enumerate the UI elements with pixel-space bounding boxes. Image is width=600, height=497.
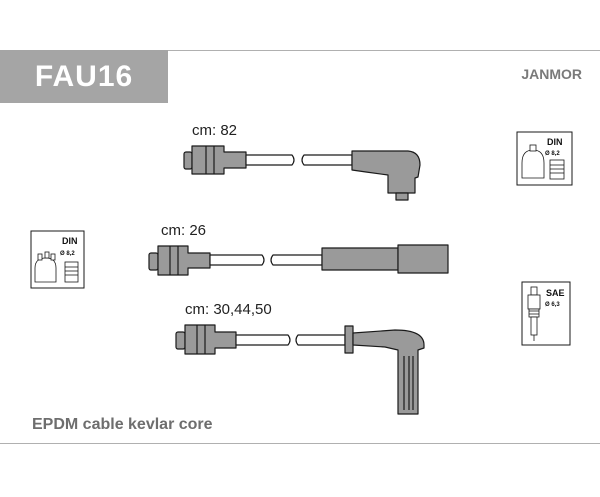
right-top-icon-standard: DIN: [547, 137, 563, 147]
cable-1-boot-right: [351, 150, 421, 194]
left-icon-diameter: Ø 8,2: [60, 251, 75, 257]
right-top-icon-diameter: Ø 8,2: [545, 151, 560, 157]
cable-3-wire-a: [235, 334, 291, 346]
header-divider: [168, 50, 600, 51]
cable-2-length-label: cm: 26: [161, 222, 207, 239]
right-bottom-icon-diameter: Ø 6,3: [545, 302, 560, 308]
cable-1-boot-left: [191, 145, 247, 175]
footer-divider: [0, 443, 600, 444]
cable-3-wire-b: [295, 334, 346, 346]
cable-1-wire-a: [245, 154, 295, 166]
cable-2-wire-b: [270, 254, 323, 266]
brand-name: JANMOR: [521, 66, 582, 82]
product-code: FAU16: [0, 50, 168, 103]
cable-3: [175, 324, 425, 415]
cable-1-wire-b: [301, 154, 353, 166]
cable-3-collar: [344, 325, 354, 354]
spark-plug-icon: SAE Ø 6,3: [521, 281, 571, 346]
cable-2: [148, 244, 449, 276]
cable-1-terminal-right: [395, 192, 409, 201]
cable-1-length-label: cm: 82: [192, 122, 238, 139]
cable-3-boot-right: [352, 329, 425, 415]
left-icon-standard: DIN: [62, 236, 78, 246]
cable-3-terminal: [175, 331, 186, 350]
right-bottom-icon-standard: SAE: [546, 288, 565, 298]
cable-3-length-label: cm: 30,44,50: [185, 301, 272, 318]
cable-3-boot-left: [184, 324, 237, 355]
cable-2-wire-a: [209, 254, 265, 266]
ignition-coil-icon: DIN Ø 8,2: [516, 131, 573, 186]
cable-2-terminal: [148, 252, 159, 271]
distributor-cap-icon: DIN Ø 8,2: [30, 230, 85, 289]
cable-1-terminal: [183, 151, 193, 170]
cable-2-tube: [321, 247, 399, 271]
material-note: EPDM cable kevlar core: [32, 416, 213, 433]
cable-1: [183, 145, 421, 201]
cable-2-boot-right: [397, 244, 449, 274]
cable-2-boot-left: [157, 245, 211, 276]
